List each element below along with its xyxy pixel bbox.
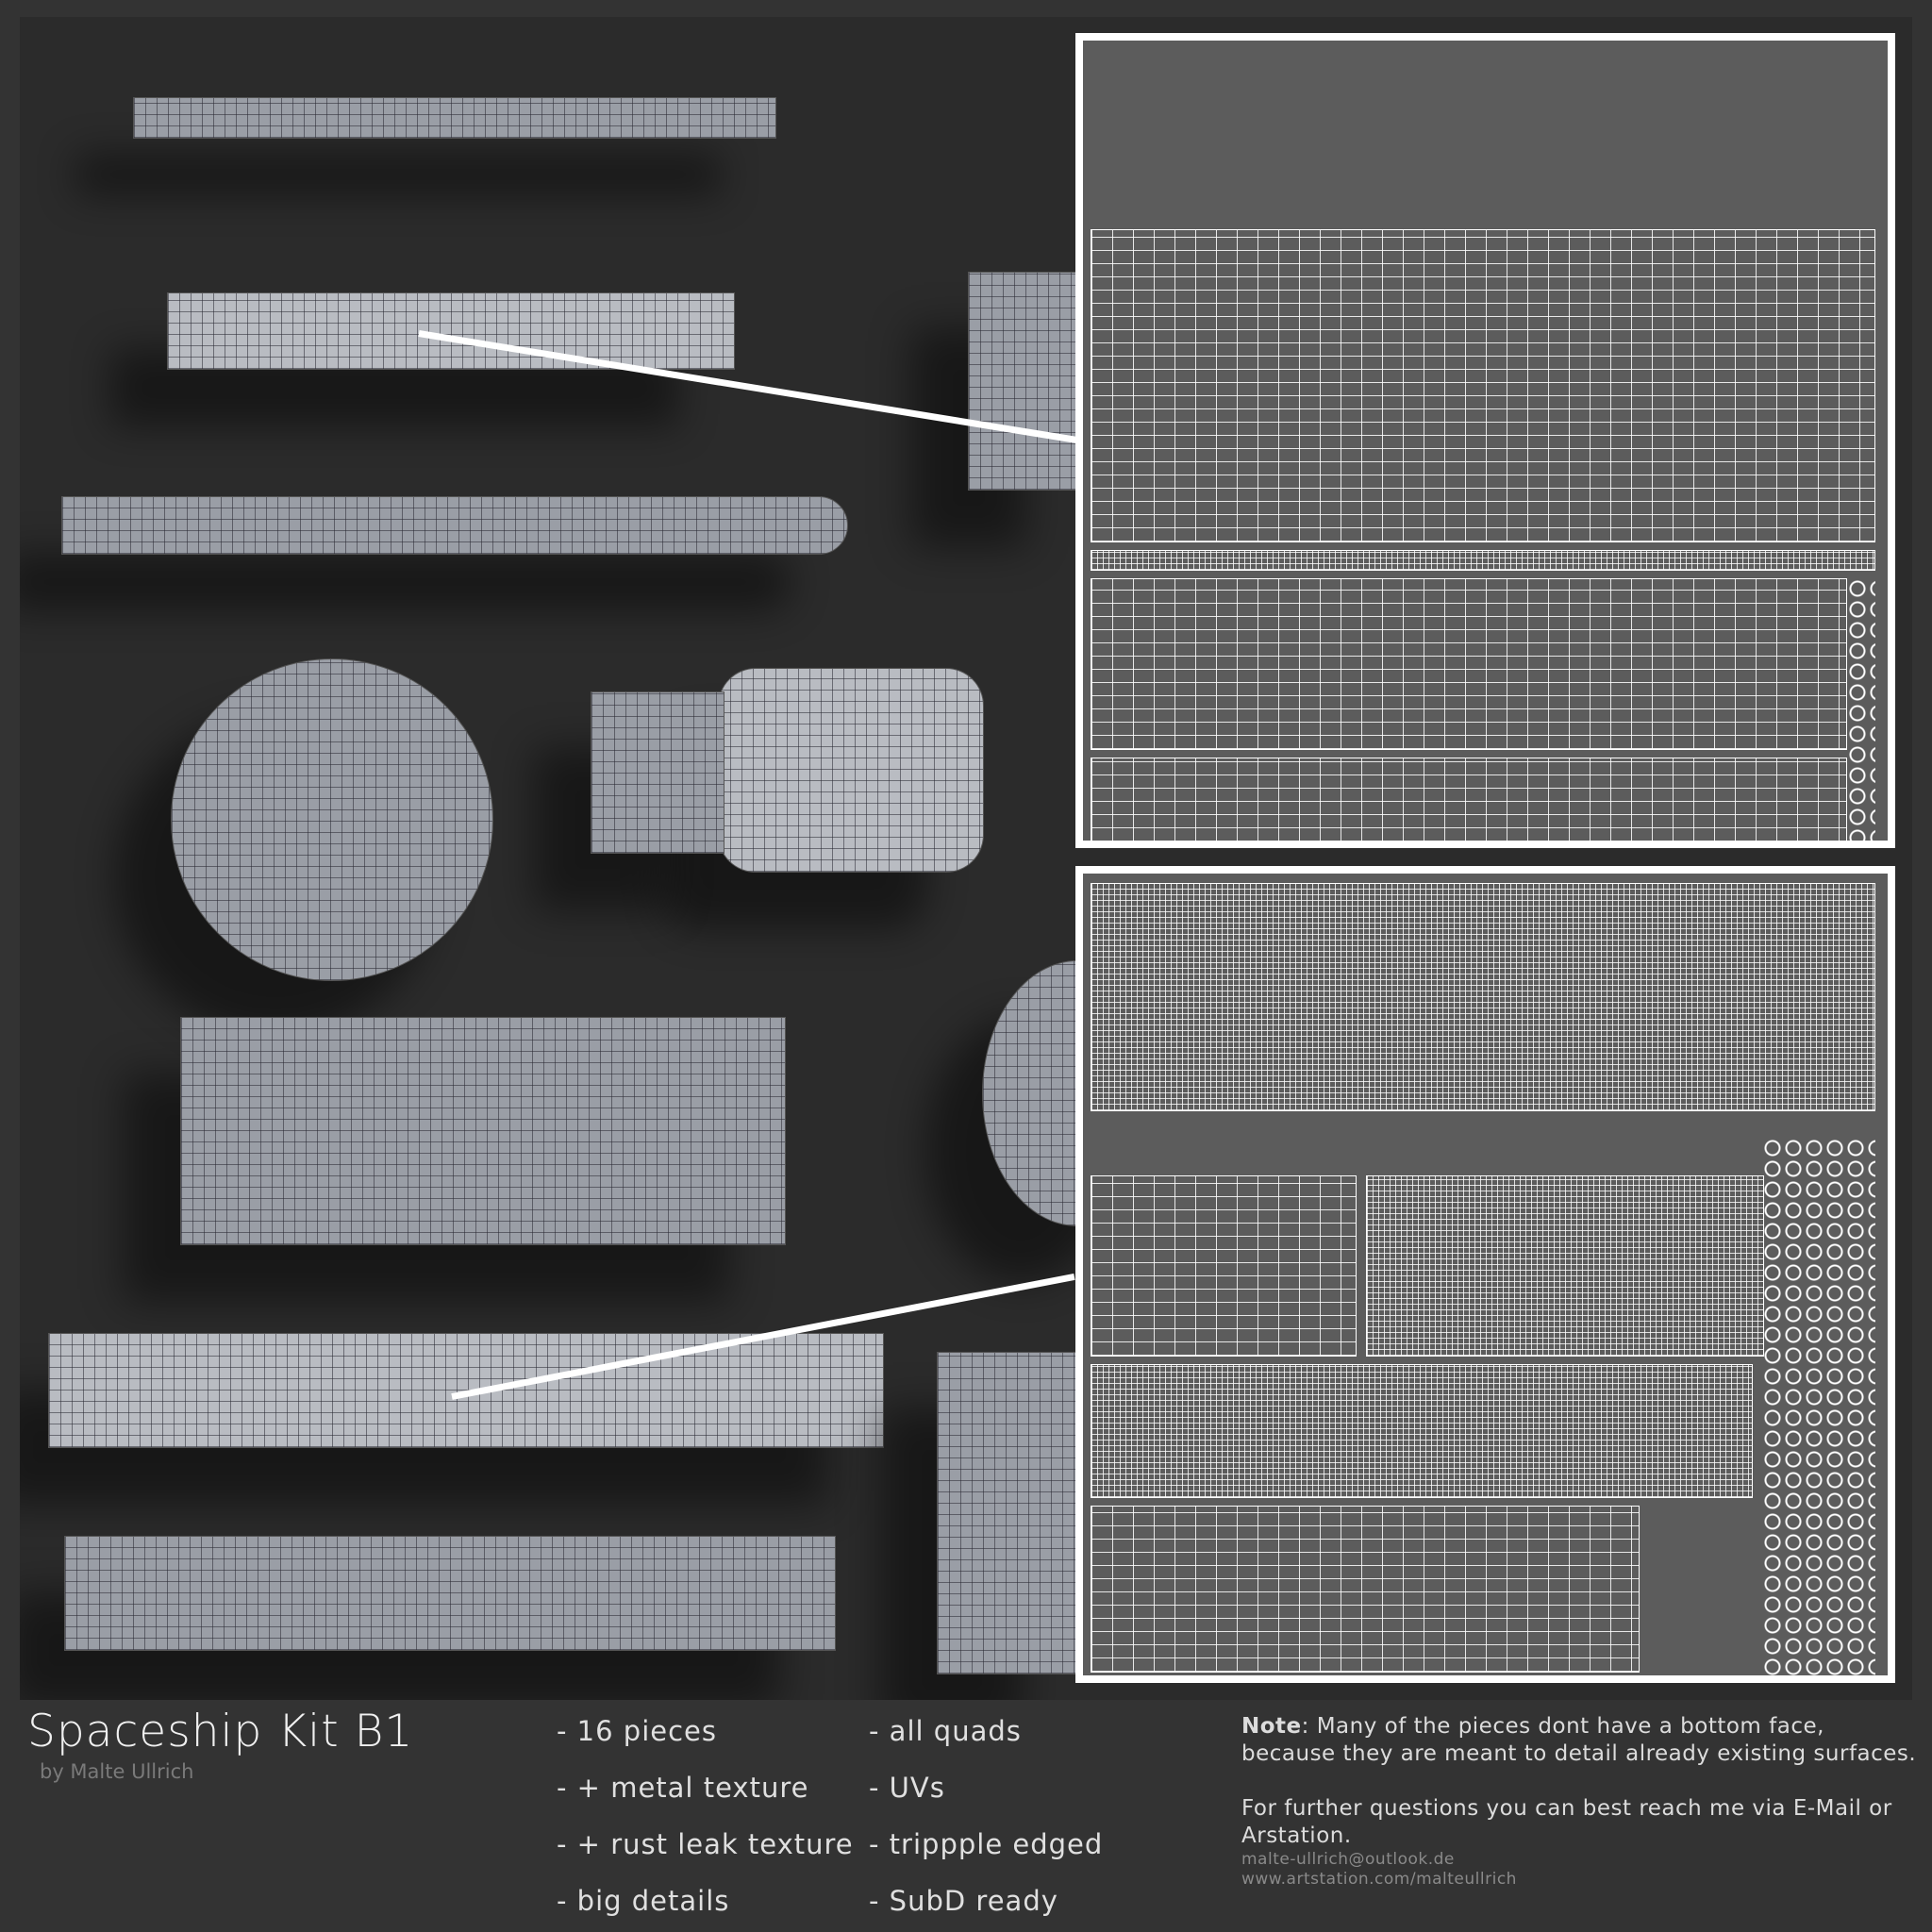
- feature-item: - big details: [557, 1885, 730, 1917]
- uv-layout-panel-1: [1075, 33, 1895, 848]
- feature-item: - UVs: [869, 1772, 945, 1804]
- kit-piece-long-rail-1: [48, 1333, 884, 1448]
- note-block: Note: Many of the pieces dont have a bot…: [1241, 1713, 1921, 1890]
- questions-text: For further questions you can best reach…: [1241, 1796, 1892, 1848]
- kit-piece-long-rail-2: [64, 1536, 836, 1651]
- kit-piece-thruster: [180, 1017, 786, 1245]
- kit-piece-long-tube: [61, 496, 848, 555]
- kit-piece-top-frame: [968, 272, 1083, 491]
- feature-item: - SubD ready: [869, 1885, 1058, 1917]
- website-link[interactable]: www.artstation.com/malteullrich: [1241, 1870, 1517, 1889]
- author-byline: by Malte Ullrich: [40, 1760, 194, 1783]
- feature-item: - + rust leak texture: [557, 1828, 854, 1860]
- feature-item: - trippple edged: [869, 1828, 1104, 1860]
- uv-layout-panel-2: [1075, 866, 1895, 1683]
- feature-item: - + metal texture: [557, 1772, 809, 1804]
- note-text: : Many of the pieces dont have a bottom …: [1241, 1714, 1917, 1766]
- feature-item: - all quads: [869, 1715, 1022, 1747]
- kit-piece-top-rail: [133, 97, 776, 139]
- kit-piece-vent-panel: [937, 1352, 1080, 1674]
- feature-item: - 16 pieces: [557, 1715, 718, 1747]
- email-link[interactable]: malte-ullrich@outlook.de: [1241, 1850, 1455, 1869]
- kit-piece-panel-box: [167, 292, 735, 370]
- kit-piece-engine-block: [591, 691, 724, 854]
- note-label: Note: [1241, 1714, 1302, 1739]
- page-title: Spaceship Kit B1: [27, 1706, 414, 1757]
- kit-piece-tanks: [718, 668, 984, 873]
- kit-piece-round-hatch: [171, 658, 493, 981]
